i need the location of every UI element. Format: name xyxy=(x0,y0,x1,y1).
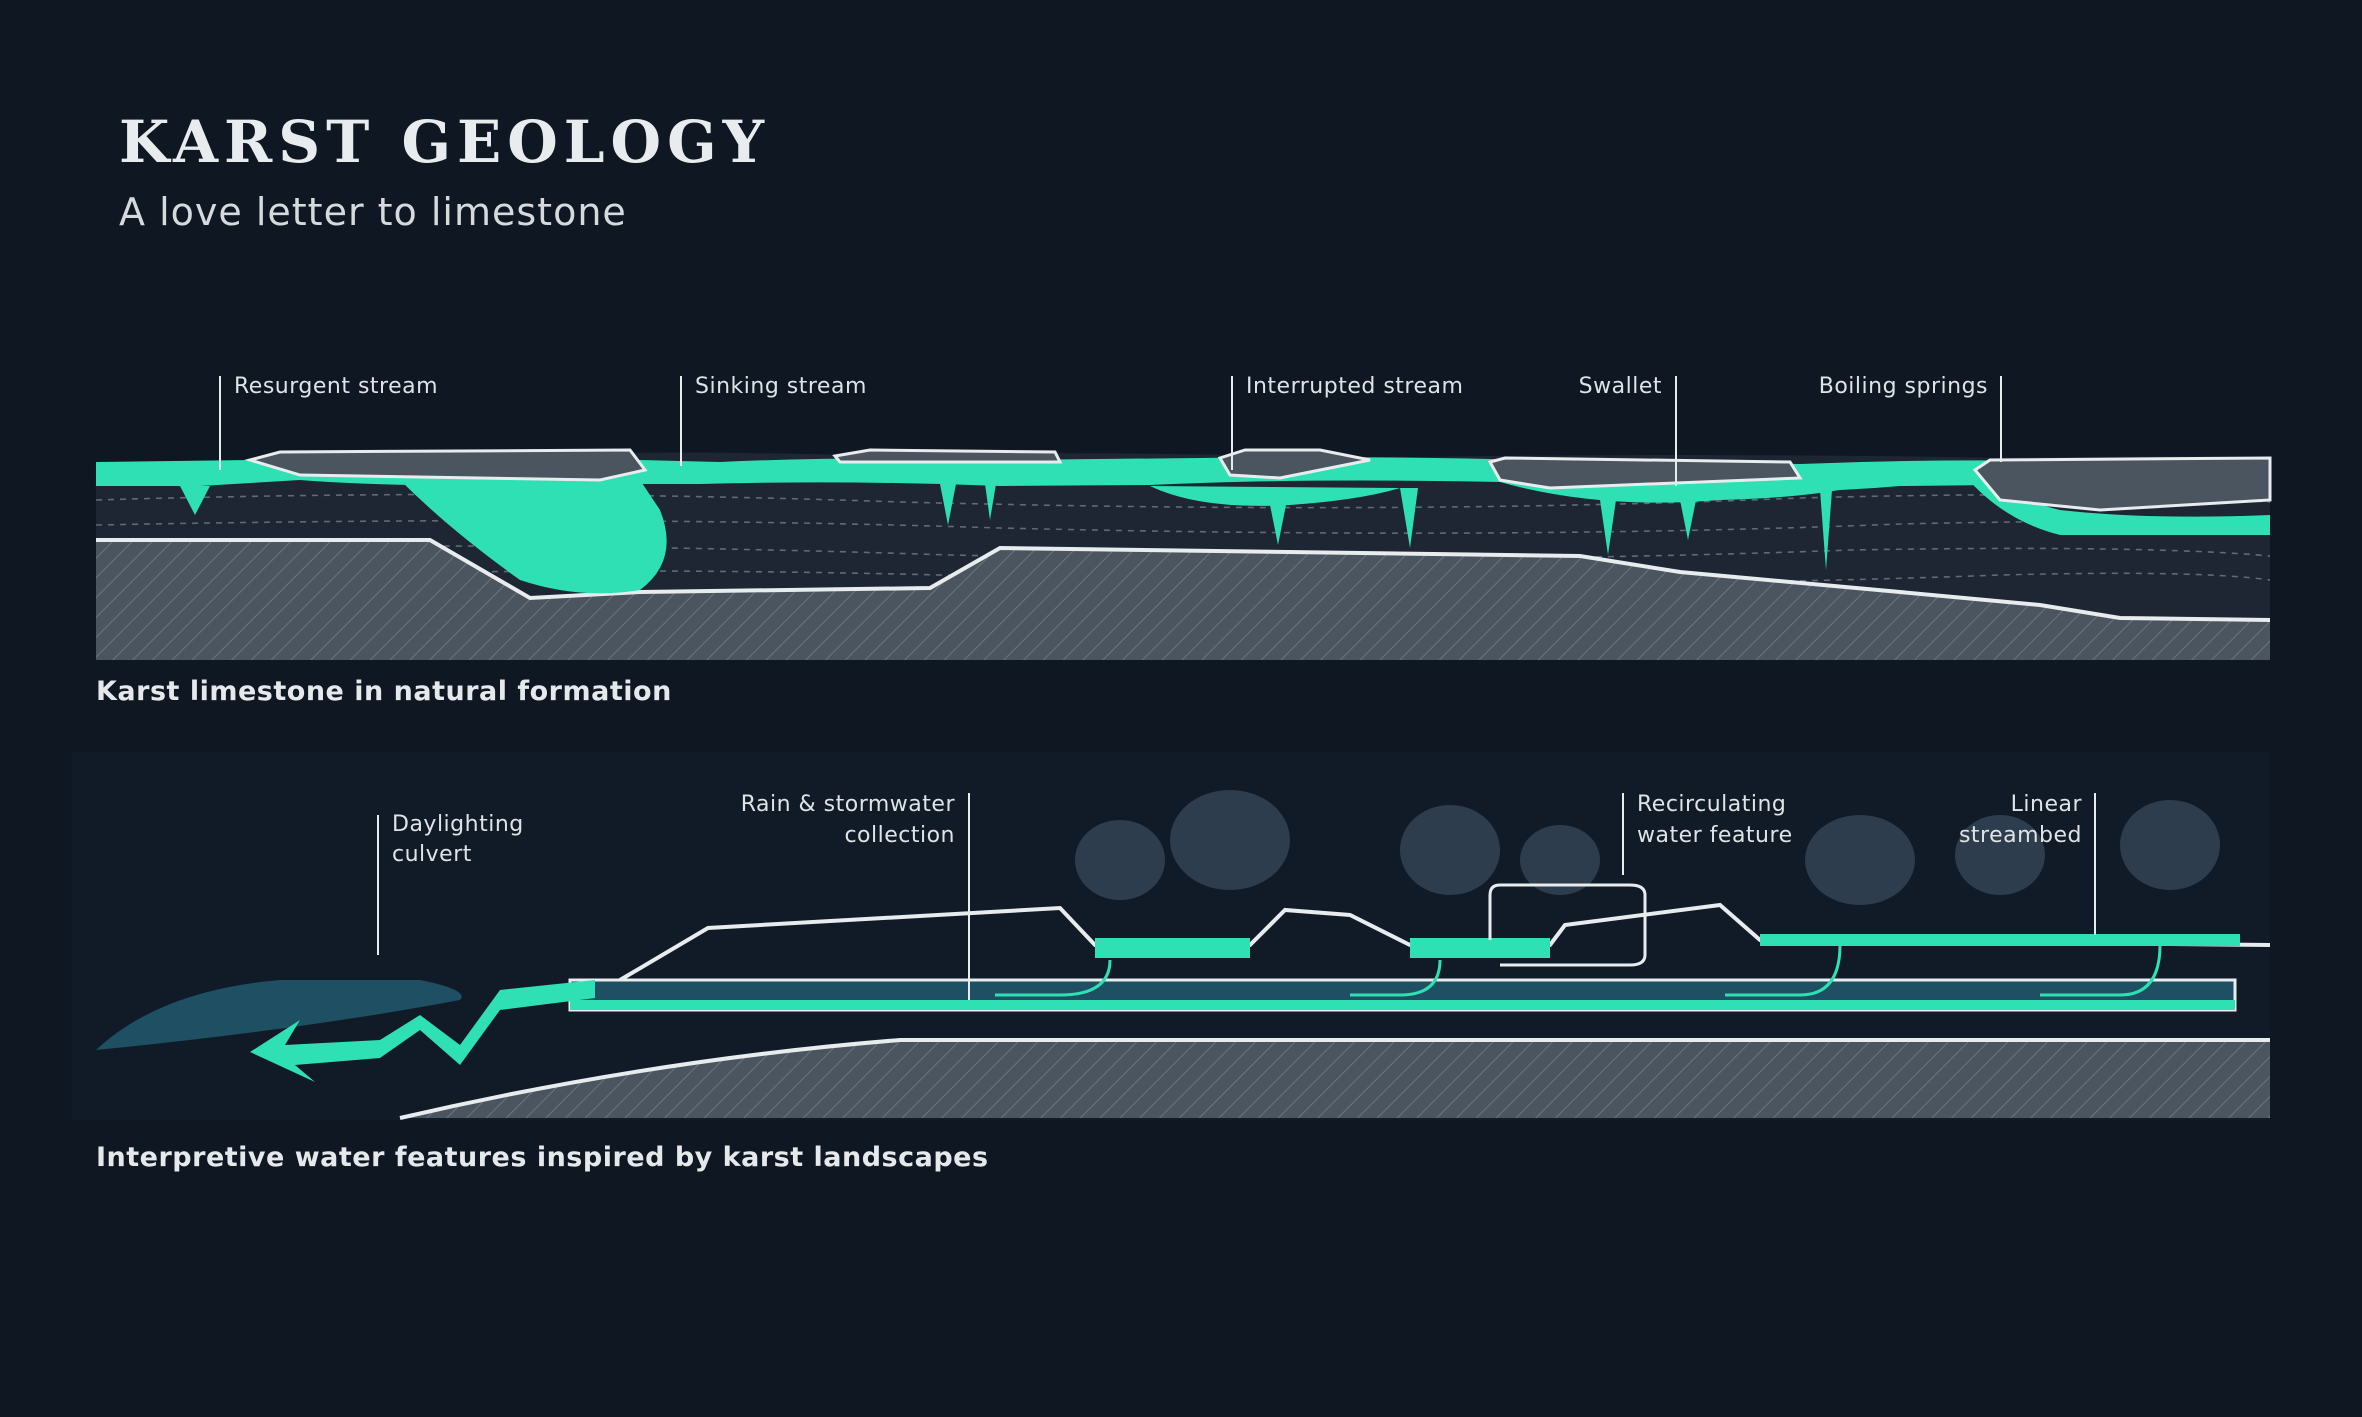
label-daylighting-2: culvert xyxy=(392,842,472,867)
stalactites xyxy=(180,484,1832,570)
label-rain-2: collection xyxy=(844,823,955,848)
daylighting-arrow xyxy=(250,980,595,1082)
label-sinking-stream: Sinking stream xyxy=(695,374,867,399)
label-boiling-springs: Boiling springs xyxy=(1819,374,1988,399)
label-daylighting-1: Daylighting xyxy=(392,812,524,837)
ground-profile xyxy=(618,902,2271,982)
rock-slabs xyxy=(244,448,2272,512)
label-linear-1: Linear xyxy=(2011,792,2083,817)
caption-interpretive: Interpretive water features inspired by … xyxy=(96,1142,989,1173)
label-resurgent-stream: Resurgent stream xyxy=(234,374,438,399)
tree-silhouettes xyxy=(1075,790,2220,905)
cavern-water-1 xyxy=(1150,486,1400,506)
bottom-bedrock-outline xyxy=(399,1038,2270,1120)
page-subtitle: A love letter to limestone xyxy=(119,190,627,234)
label-rain-1: Rain & stormwater xyxy=(741,792,956,817)
label-swallet: Swallet xyxy=(1579,374,1662,399)
label-recirc-1: Recirculating xyxy=(1637,792,1786,817)
culvert-mist xyxy=(96,980,462,1050)
label-recirc-2: water feature xyxy=(1637,823,1793,848)
leader-lines xyxy=(219,376,2002,486)
label-linear-2: streambed xyxy=(1959,823,2082,848)
culvert-pipe-water xyxy=(570,1000,2235,1010)
bottom-bedrock xyxy=(400,1040,2270,1118)
interpretive-section: Daylighting culvert Rain & stormwater co… xyxy=(72,752,2271,1120)
caption-natural: Karst limestone in natural formation xyxy=(96,676,672,707)
pond-water xyxy=(1095,934,2240,958)
bedrock-layer xyxy=(96,540,2270,660)
label-interrupted-stream: Interrupted stream xyxy=(1246,374,1463,399)
recirculation-loop xyxy=(1488,883,1647,967)
page-title: KARST GEOLOGY xyxy=(119,108,771,176)
bottom-leader-lines xyxy=(377,793,2096,1000)
spring-water xyxy=(1960,470,2270,535)
flow-arrows xyxy=(995,944,2162,997)
natural-formation-section: Resurgent stream Sinking stream Interrup… xyxy=(95,374,2272,660)
bedrock-outline xyxy=(96,538,2271,622)
